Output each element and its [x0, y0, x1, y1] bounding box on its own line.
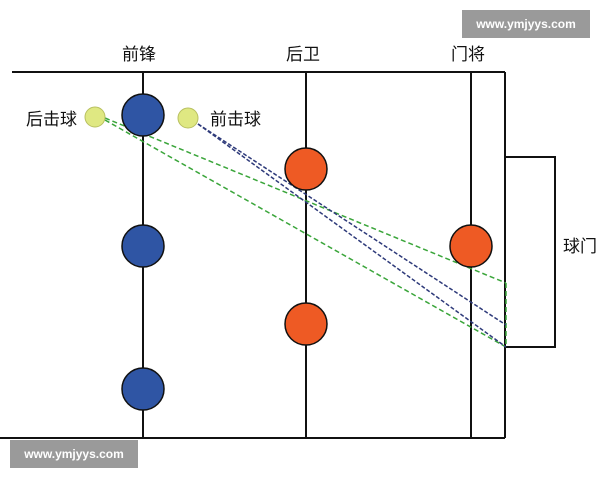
back-hit-ball	[84, 106, 106, 128]
back-hit-path-upper	[104, 117, 507, 284]
watermark: www.ymjyys.com	[10, 440, 138, 468]
goal-label: 球门	[563, 237, 597, 257]
front-hit-ball	[177, 107, 199, 129]
back-hit-path-lower	[104, 119, 507, 348]
defender-player	[284, 302, 328, 346]
forward-player	[121, 367, 165, 411]
forward-label: 前锋	[122, 45, 156, 65]
front-hit-path-upper	[197, 123, 507, 326]
goalkeeper-label: 门将	[451, 45, 485, 65]
forward-player	[121, 93, 165, 137]
front-hit-path-lower	[197, 123, 507, 348]
watermark: www.ymjyys.com	[462, 10, 590, 38]
front-hit-label: 前击球	[210, 110, 261, 130]
goalkeeper-player	[449, 224, 493, 268]
goal-box	[505, 156, 556, 348]
defender-label: 后卫	[286, 45, 320, 65]
forward-player	[121, 224, 165, 268]
back-hit-label: 后击球	[26, 110, 77, 130]
defender-player	[284, 147, 328, 191]
